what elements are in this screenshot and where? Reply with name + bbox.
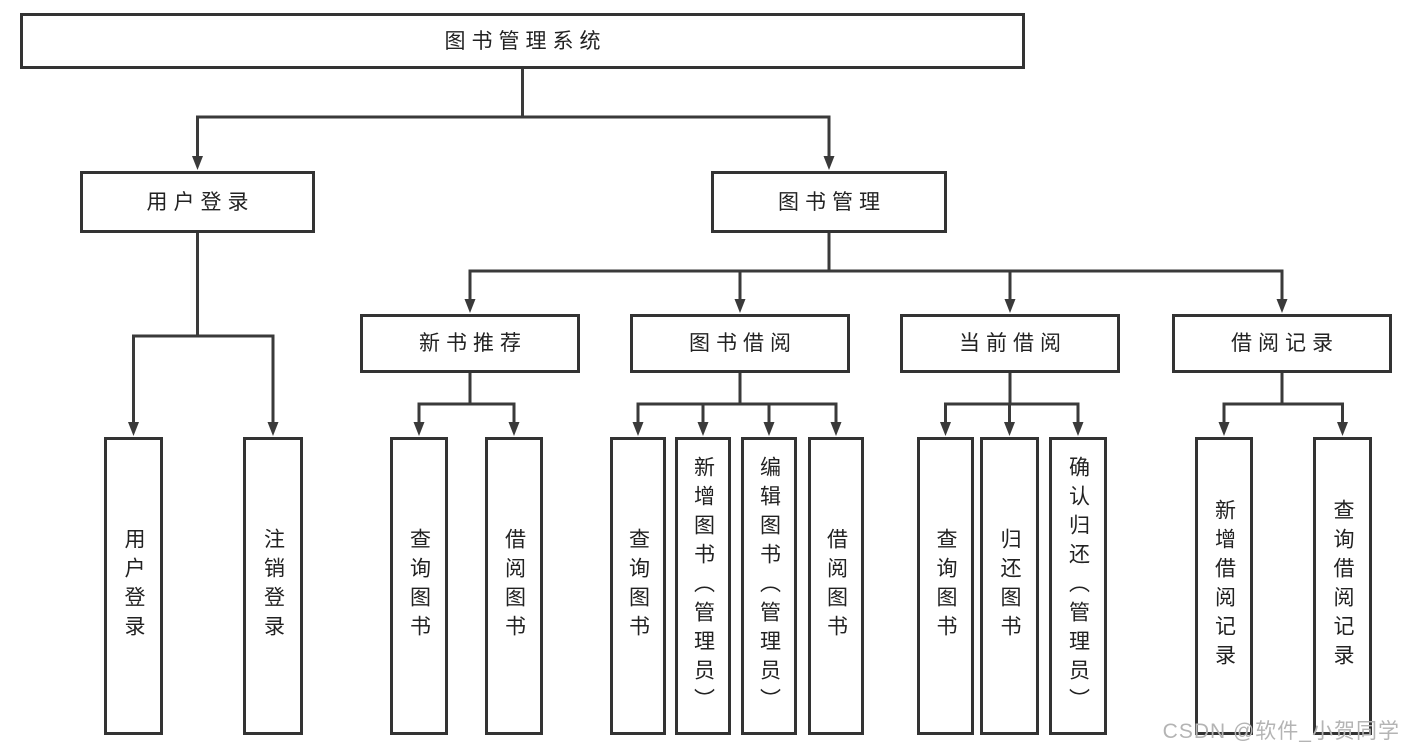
leaf-query-books: 查询图书 <box>610 437 666 735</box>
node-borrowing-records-label: 借阅记录 <box>1231 332 1339 355</box>
node-book-borrowing: 图书借阅 <box>630 314 850 373</box>
leaf-edit-books-admin: 编辑图书（管理员） <box>741 437 797 735</box>
leaf-logout: 注销登录 <box>243 437 303 735</box>
leaf-borrow-books: 借阅图书 <box>485 437 543 735</box>
leaf-add-books-admin-label: 新增图书（管理员） <box>691 455 715 717</box>
leaf-query-books-label: 查询图书 <box>626 528 650 644</box>
node-borrowing-records: 借阅记录 <box>1172 314 1392 373</box>
leaf-borrow-books-label: 借阅图书 <box>502 528 526 644</box>
leaf-edit-books-admin-label: 编辑图书（管理员） <box>757 455 781 717</box>
node-user-login: 用户登录 <box>80 171 315 233</box>
leaf-add-borrow-record: 新增借阅记录 <box>1195 437 1253 735</box>
node-book-management: 图书管理 <box>711 171 947 233</box>
leaf-return-books-label: 归还图书 <box>998 528 1021 644</box>
node-book-management-label: 图书管理 <box>778 190 886 214</box>
leaf-borrow-books-label: 借阅图书 <box>824 528 848 644</box>
leaf-confirm-return-admin: 确认归还（管理员） <box>1049 437 1107 735</box>
leaf-borrow-books: 借阅图书 <box>808 437 864 735</box>
node-book-borrowing-label: 图书借阅 <box>689 332 797 355</box>
leaf-add-books-admin: 新增图书（管理员） <box>675 437 731 735</box>
leaf-query-books-label: 查询图书 <box>407 528 431 644</box>
node-current-borrowing-label: 当前借阅 <box>959 332 1067 355</box>
leaf-query-books: 查询图书 <box>390 437 448 735</box>
leaf-add-borrow-record-label: 新增借阅记录 <box>1212 499 1236 673</box>
node-library-management-system-label: 图书管理系统 <box>444 29 607 53</box>
leaf-confirm-return-admin-label: 确认归还（管理员） <box>1066 455 1090 717</box>
leaf-query-books: 查询图书 <box>917 437 974 735</box>
node-user-login-label: 用户登录 <box>146 190 255 214</box>
node-library-management-system: 图书管理系统 <box>20 13 1025 69</box>
node-new-book-recommendation: 新书推荐 <box>360 314 580 373</box>
node-current-borrowing: 当前借阅 <box>900 314 1120 373</box>
leaf-user-login-label: 用户登录 <box>122 528 145 644</box>
csdn-watermark: CSDN @软件_小贺同学 <box>1162 720 1400 743</box>
leaf-query-borrow-record-label: 查询借阅记录 <box>1331 499 1354 673</box>
node-new-book-recommendation-label: 新书推荐 <box>419 332 527 355</box>
leaf-user-login: 用户登录 <box>104 437 163 735</box>
leaf-query-books-label: 查询图书 <box>934 528 957 644</box>
leaf-return-books: 归还图书 <box>980 437 1039 735</box>
leaf-logout-label: 注销登录 <box>261 528 285 644</box>
leaf-query-borrow-record: 查询借阅记录 <box>1313 437 1372 735</box>
